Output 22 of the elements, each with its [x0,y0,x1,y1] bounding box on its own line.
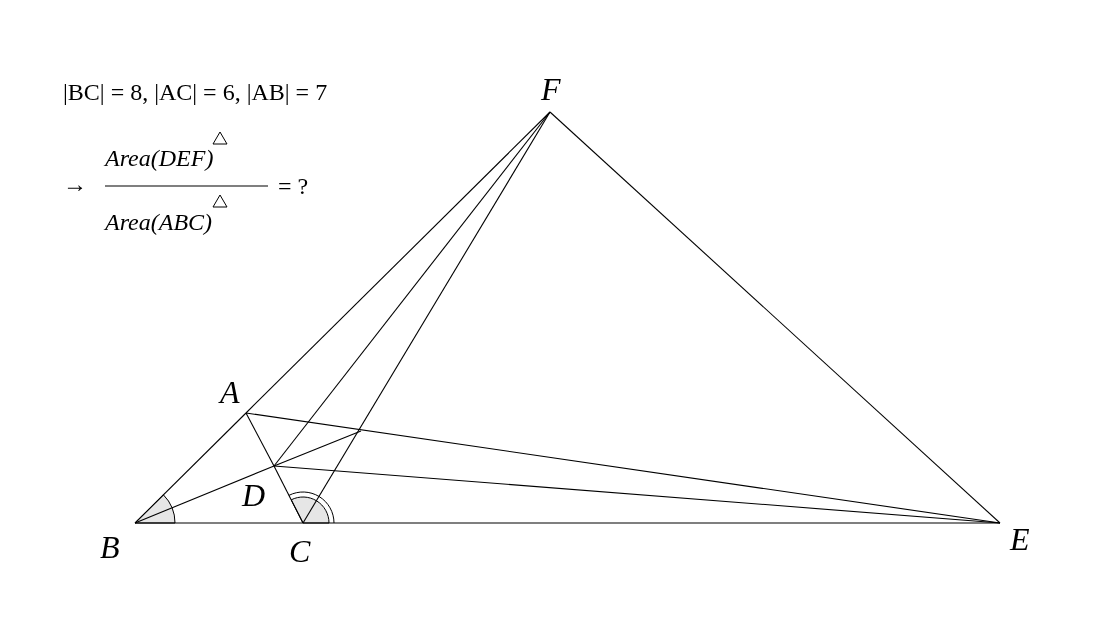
line-segment [245,412,275,467]
line-segment [302,522,1001,524]
line-segment [273,465,1001,524]
line-segment [134,465,275,524]
line-segment [134,412,247,524]
line-segment [273,465,304,524]
point-label: A [220,375,240,409]
denominator: Area(ABC) [105,208,213,236]
line-segment [549,111,1001,524]
line-segment [273,111,551,467]
numerator: Area(DEF) [105,144,214,172]
point-label: F [541,72,561,106]
equals-question: = ? [278,172,309,200]
line-segment [134,522,304,524]
point-label: D [242,478,266,512]
point-label: C [289,534,311,568]
line-segment [245,412,1001,524]
arrow-symbol: → [63,170,87,198]
point-label: E [1010,522,1030,556]
given-lengths: |BC| = 8, |AC| = 6, |AB| = 7 [63,78,328,106]
point-label: B [100,530,120,564]
line-segment [273,430,362,467]
